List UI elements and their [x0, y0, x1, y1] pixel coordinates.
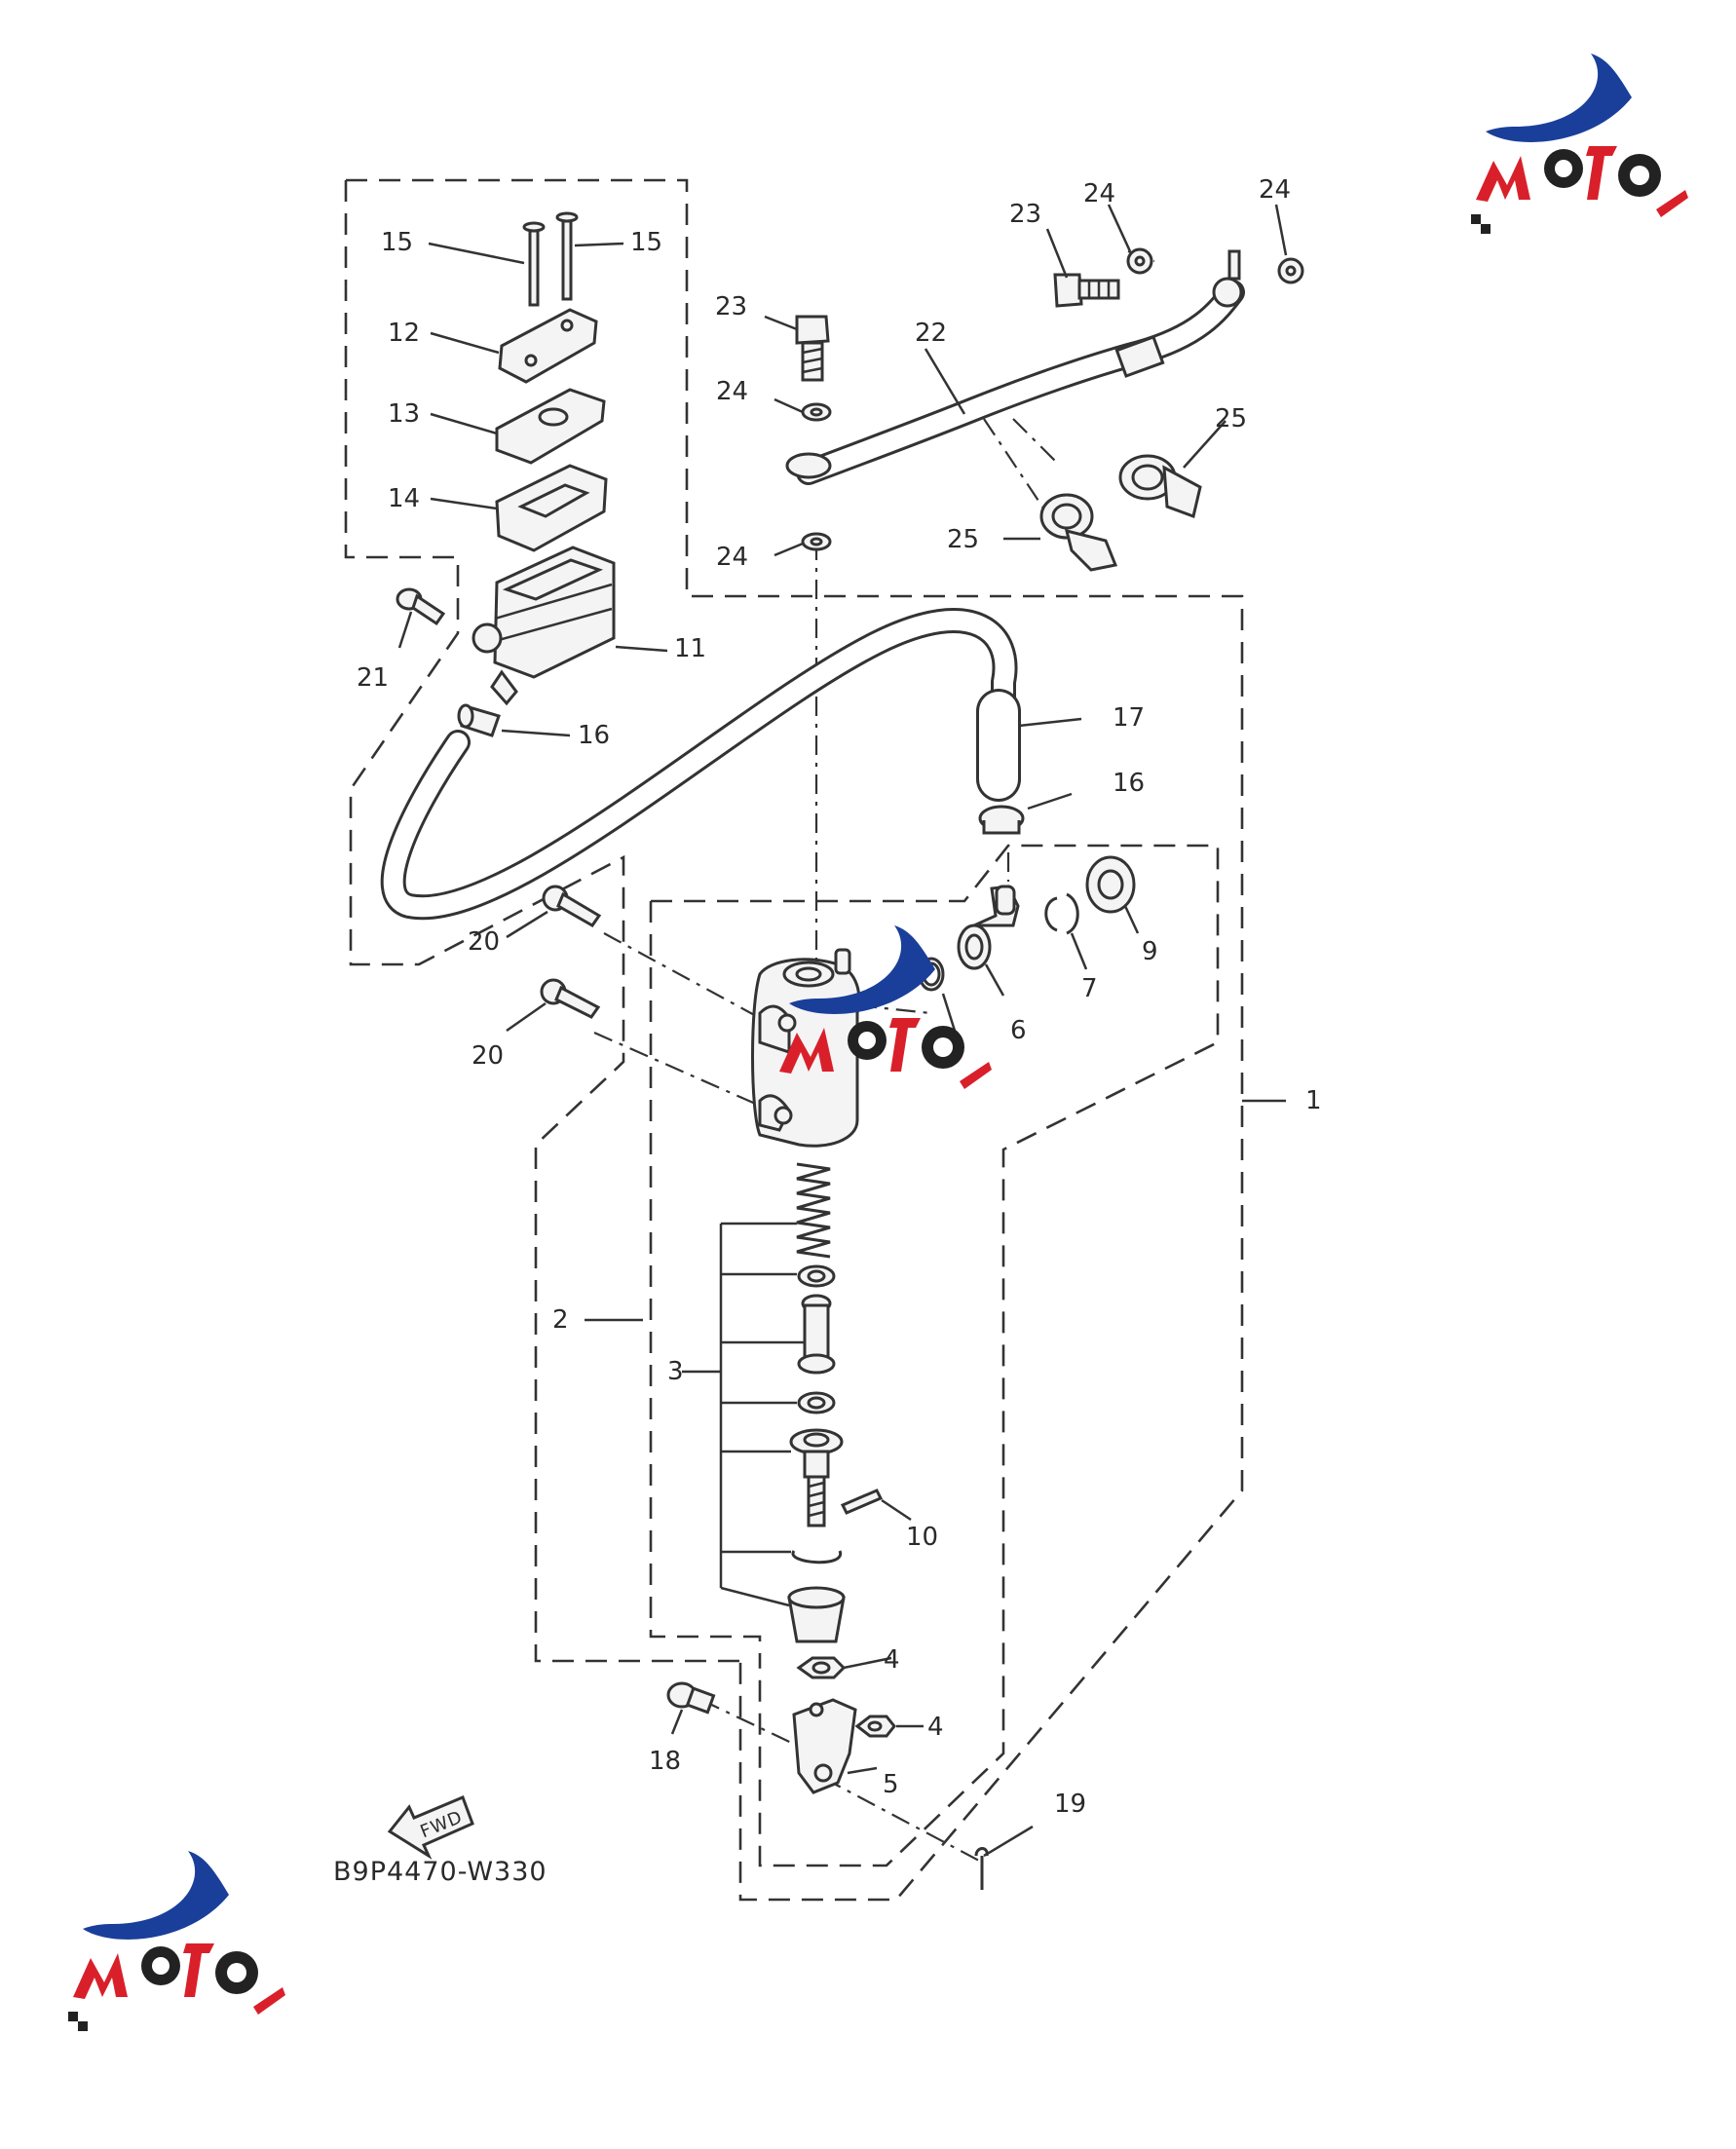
- assembly-outlines: [344, 178, 1244, 1902]
- hose-holders: [1039, 454, 1202, 572]
- banjo-bolts: [795, 273, 1120, 382]
- callout-3: 3: [667, 1357, 684, 1386]
- callout-12: 12: [388, 319, 420, 348]
- callout-4: 4: [884, 1645, 900, 1675]
- leader-lines: [397, 204, 1288, 1858]
- callout-7: 7: [1081, 974, 1098, 1003]
- inlet-fittings: [918, 855, 1136, 992]
- reservoir-hose: [380, 608, 1021, 921]
- callout-16: 16: [1113, 769, 1145, 798]
- mounting-bolts: [540, 885, 602, 1019]
- brake-hose: [785, 249, 1245, 485]
- callout-20: 20: [472, 1041, 504, 1071]
- callout-9: 9: [1142, 937, 1158, 966]
- callout-25: 25: [947, 525, 979, 554]
- callout-24: 24: [716, 377, 748, 406]
- piston-kit: [787, 1162, 884, 1643]
- callout-4: 4: [927, 1713, 944, 1742]
- callout-15: 15: [381, 228, 413, 257]
- callout-20: 20: [468, 927, 500, 957]
- watermark-logo-top-right: [1471, 54, 1688, 234]
- callout-21: 21: [357, 663, 389, 693]
- callout-24: 24: [716, 543, 748, 572]
- callout-labels: 1 2 3 4 4 5 6 7 8 9 10 11 12 13 14 15 15…: [357, 175, 1322, 1819]
- drawing-code: B9P4470-W330: [333, 1857, 547, 1887]
- reservoir-bolts: [522, 211, 579, 307]
- callout-10: 10: [906, 1523, 938, 1552]
- reservoir-body: [396, 546, 616, 706]
- master-cylinder-body: [751, 948, 861, 1148]
- callout-16: 16: [578, 721, 610, 750]
- callout-19: 19: [1054, 1790, 1086, 1819]
- reservoir-cap: [498, 308, 598, 384]
- callout-25: 25: [1215, 404, 1247, 434]
- callout-23: 23: [715, 292, 747, 321]
- watermark-logo-center: [779, 925, 992, 1089]
- fwd-arrow: FWD: [387, 1795, 474, 1860]
- reservoir-diaphragm: [495, 464, 608, 552]
- callout-13: 13: [388, 399, 420, 429]
- callout-24: 24: [1083, 179, 1115, 208]
- callout-23: 23: [1009, 200, 1041, 229]
- callout-24: 24: [1259, 175, 1291, 205]
- callout-14: 14: [388, 484, 420, 513]
- callout-11: 11: [674, 634, 706, 663]
- callout-5: 5: [883, 1770, 899, 1799]
- callout-1: 1: [1305, 1086, 1322, 1115]
- callout-22: 22: [915, 319, 947, 348]
- watermark-logo-bottom-left: [68, 1851, 285, 2031]
- hose-clamps: [457, 703, 1025, 835]
- callout-2: 2: [552, 1305, 569, 1335]
- reservoir-diaphragm-plate: [495, 388, 606, 465]
- clevis-assembly: [666, 1656, 989, 1890]
- callout-6: 6: [1010, 1016, 1027, 1045]
- callout-17: 17: [1113, 703, 1145, 733]
- copper-washers: [801, 247, 1304, 551]
- callout-15: 15: [630, 228, 662, 257]
- callout-18: 18: [649, 1747, 681, 1776]
